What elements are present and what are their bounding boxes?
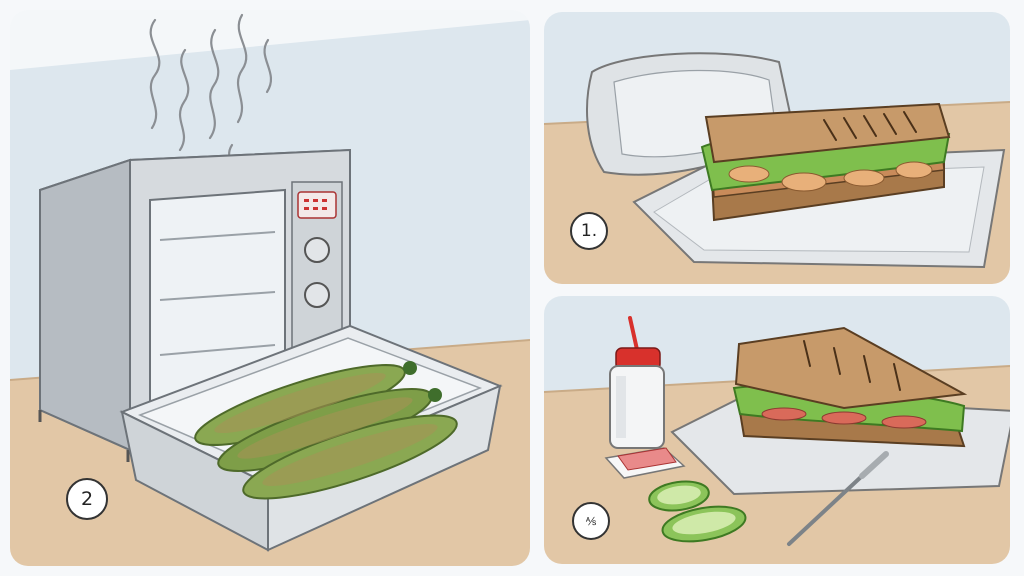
bread-top: [704, 102, 951, 164]
condiment-dish: [604, 447, 686, 479]
sandwich: [732, 326, 968, 448]
oven-dial-bottom: [304, 282, 330, 308]
step-number-badge: 1.: [570, 212, 608, 250]
grilled-zucchini: [194, 361, 458, 500]
panel-oven-step: 2: [10, 10, 530, 566]
condiment-bottle: [609, 316, 665, 449]
step-number-badge: 2: [66, 478, 108, 520]
panel-serve-step: ⅍: [544, 296, 1010, 564]
bread-top: [734, 326, 968, 410]
step-number-badge: ⅍: [572, 502, 610, 540]
oven-dial-top: [304, 237, 330, 263]
sandwich: [700, 102, 951, 222]
serve-scene: [544, 296, 1010, 564]
cucumber-slices: [648, 480, 747, 543]
panel-wrap-step: 1.: [544, 12, 1010, 284]
oven-display: [297, 191, 337, 219]
knife: [787, 451, 889, 546]
display-dots: [304, 199, 327, 210]
sandwich-foil-scene: [544, 12, 1010, 284]
oven-scene: [10, 10, 530, 566]
